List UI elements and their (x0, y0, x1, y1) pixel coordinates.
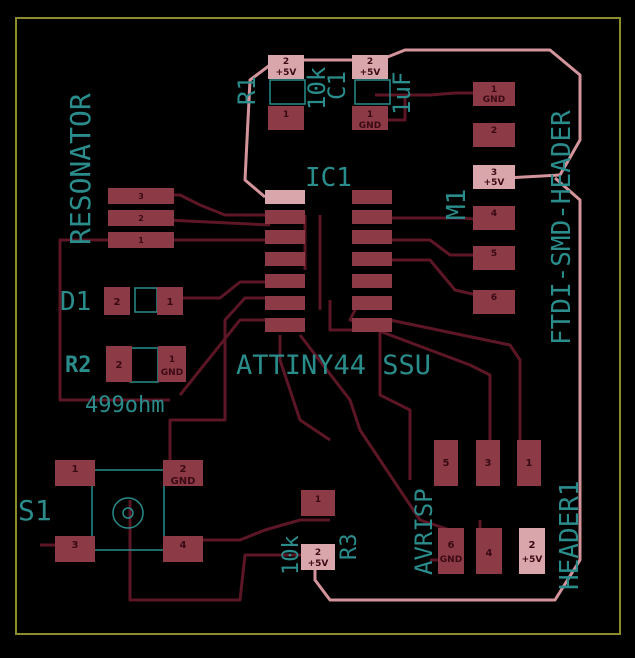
svg-text:2: 2 (283, 57, 289, 67)
svg-text:2: 2 (116, 360, 123, 371)
svg-text:1: 1 (283, 110, 289, 120)
pad-isp-3: 3 (476, 440, 500, 486)
ic1-pins (265, 190, 392, 332)
svg-text:1: 1 (491, 85, 497, 95)
svg-text:GND: GND (440, 555, 462, 565)
pad-isp-4: 4 (476, 528, 502, 574)
silkscreen-labels: RESONATOR D1 R2 499ohm S1 R1 10k C1 1uF … (18, 66, 585, 590)
svg-text:3: 3 (491, 168, 497, 178)
label-m1: M1 (442, 189, 472, 220)
svg-text:2: 2 (114, 297, 121, 308)
svg-text:6: 6 (491, 293, 497, 303)
svg-text:1: 1 (315, 495, 321, 505)
label-c1: C1 (323, 71, 351, 100)
svg-text:5: 5 (491, 249, 497, 259)
svg-text:3: 3 (485, 458, 492, 469)
label-ic1: IC1 (305, 163, 352, 193)
svg-text:2: 2 (138, 214, 144, 223)
svg-text:+5V: +5V (522, 555, 543, 565)
label-r2-value: 499ohm (85, 393, 164, 418)
svg-text:5: 5 (443, 458, 450, 469)
label-attiny: ATTINY44 SSU (236, 350, 431, 381)
svg-text:1: 1 (526, 458, 533, 469)
svg-text:4: 4 (491, 209, 497, 219)
pad-d1-1: 1 (157, 287, 183, 315)
pad-c1-1: 1 GND (352, 106, 388, 131)
svg-text:2: 2 (180, 464, 187, 475)
svg-text:+5V: +5V (360, 68, 381, 78)
pad-r3-2: 2 +5V (301, 544, 335, 570)
pad-ftdi-2: 2 (473, 123, 515, 147)
svg-text:+5V: +5V (276, 68, 297, 78)
pad-isp-5: 5 (434, 440, 458, 486)
board-outline (15, 17, 621, 635)
svg-text:4: 4 (486, 548, 493, 559)
pad-r3-1: 1 (301, 490, 335, 516)
label-header1: HEADER1 (555, 480, 585, 590)
label-r3-value: 10k (279, 535, 304, 575)
pad-s1-2: 2 GND (163, 460, 203, 487)
pad-ftdi-4: 4 (473, 206, 515, 230)
pad-resonator-3: 3 (108, 188, 174, 204)
svg-text:6: 6 (448, 540, 455, 551)
svg-text:GND: GND (171, 476, 196, 487)
svg-text:+5V: +5V (484, 178, 505, 188)
svg-text:3: 3 (72, 540, 79, 551)
pad-ftdi-6: 6 (473, 290, 515, 314)
pad-r2-2: 2 (106, 346, 132, 382)
svg-text:GND: GND (483, 95, 505, 105)
label-c1-value: 1uF (388, 72, 416, 115)
label-r1-value: 10k (303, 66, 331, 110)
label-r1: R1 (233, 76, 261, 105)
pad-s1-3: 3 (55, 536, 95, 562)
pad-resonator-1: 1 (108, 232, 174, 248)
svg-text:2: 2 (529, 540, 536, 551)
pad-ftdi-5: 5 (473, 246, 515, 270)
label-s1: S1 (18, 494, 52, 527)
pad-isp-6: 6 GND (438, 528, 464, 574)
pad-s1-1: 1 (55, 460, 95, 486)
pad-resonator-2: 2 (108, 210, 174, 226)
svg-text:1: 1 (167, 297, 174, 308)
pad-ftdi-1: 1 GND (473, 82, 515, 106)
svg-text:GND: GND (161, 368, 183, 378)
svg-text:1: 1 (367, 110, 373, 120)
svg-text:1: 1 (138, 236, 144, 245)
component-outlines (91, 79, 391, 551)
pad-r1-1: 1 (268, 106, 304, 130)
svg-text:+5V: +5V (308, 559, 329, 569)
pad-c1-2: 2 +5V (352, 55, 388, 79)
label-resonator: RESONATOR (64, 93, 97, 245)
pad-isp-1: 1 (517, 440, 541, 486)
svg-text:1: 1 (169, 355, 175, 365)
svg-text:2: 2 (367, 57, 373, 67)
traces (40, 91, 522, 602)
pad-r1-2: 2 +5V (268, 55, 304, 79)
pads: 2 +5V 1 2 +5V 1 GND 1 GND 2 (55, 55, 545, 574)
svg-text:2: 2 (491, 126, 497, 136)
svg-text:3: 3 (138, 192, 144, 201)
svg-text:GND: GND (359, 121, 381, 131)
pad-isp-2: 2 +5V (519, 528, 545, 574)
svg-text:1: 1 (72, 464, 79, 475)
svg-text:2: 2 (315, 548, 321, 558)
pad-ftdi-3: 3 +5V (473, 165, 515, 189)
label-d1: D1 (60, 287, 91, 317)
pad-s1-4: 4 (163, 536, 203, 562)
label-ftdi: FTDI-SMD-HEADER (547, 110, 577, 345)
label-r3: R3 (337, 534, 362, 561)
pad-d1-2: 2 (104, 287, 130, 315)
label-r2: R2 (65, 353, 92, 378)
svg-text:4: 4 (180, 540, 187, 551)
label-avrisp: AVRISP (410, 488, 438, 575)
pad-r2-1: 1 GND (158, 346, 186, 382)
